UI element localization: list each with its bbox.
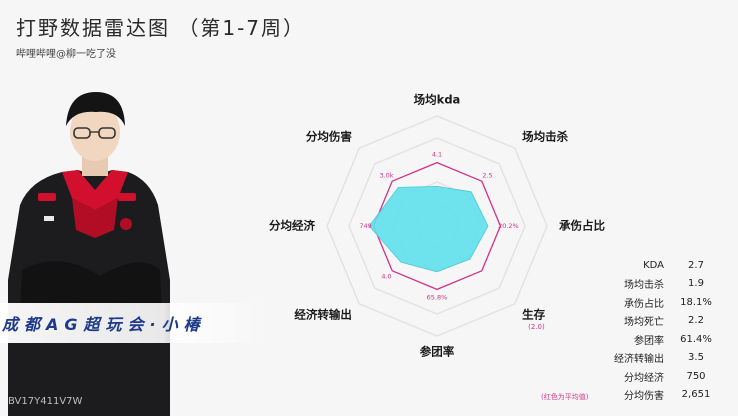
stat-value: 18.1% — [680, 296, 712, 308]
watermark: BV17Y411V7W — [8, 396, 83, 407]
stat-value: 1.9 — [688, 278, 704, 290]
stat-row-kda: KDA 2.7 — [596, 256, 722, 275]
stat-key: 经济转输出 — [614, 354, 664, 366]
stat-row-gpm: 分均经济 750 — [596, 367, 722, 386]
stats-table: KDA 2.7 场均击杀 1.9 承伤占比 18.1% 场均死亡 2.2 参团率 61.4… — [596, 256, 722, 404]
stat-key: 分均经济 — [624, 372, 664, 384]
axis-sublabel: (2.0) — [528, 323, 545, 331]
average-value-label: 20.2% — [498, 222, 519, 230]
average-value-label: 4.0 — [381, 273, 391, 281]
radar-grid-ring — [348, 137, 526, 315]
axis-label: 承伤占比 — [558, 219, 605, 233]
player-polygon — [368, 185, 489, 273]
axis-label: 经济转输出 — [294, 308, 352, 322]
average-value-label: 749 — [359, 222, 371, 230]
stat-value: 2.7 — [688, 259, 704, 271]
player-hair — [66, 92, 125, 126]
axis-label: 分均经济 — [269, 219, 315, 233]
average-value-label: 3.0k — [379, 172, 393, 180]
average-value-label: 2.5 — [482, 172, 492, 180]
stat-key: 参团率 — [634, 335, 664, 347]
legend-note: (红色为平均值) — [541, 393, 589, 401]
stat-value: 2,651 — [681, 389, 711, 401]
stat-value: 61.4% — [680, 333, 712, 345]
stat-value: 2.2 — [688, 315, 704, 327]
page-subtitle: 哔哩哔哩@柳一吃了没 — [16, 49, 116, 60]
average-polygon — [372, 161, 502, 291]
stat-value: 750 — [686, 370, 706, 382]
stat-row-kills: 场均击杀 1.9 — [596, 275, 722, 294]
stat-key: 场均死亡 — [624, 317, 664, 329]
player-collar — [62, 170, 128, 210]
axis-label: 场均kda — [414, 93, 461, 107]
radar-grid-ring — [326, 115, 548, 337]
axis-label: 参团率 — [419, 345, 455, 359]
average-value-label: 65.8% — [427, 293, 448, 301]
axis-label: 分均伤害 — [306, 129, 352, 143]
stat-row-participation: 参团率 61.4% — [596, 330, 722, 349]
stat-key: 场均击杀 — [624, 280, 664, 292]
player-name-banner: 成都AG超玩会·小椿 — [0, 303, 272, 343]
stat-row-gold-to-damage: 经济转输出 3.5 — [596, 349, 722, 368]
axis-label: 生存 — [522, 308, 545, 322]
stat-row-dpm: 分均伤害 2,651 — [596, 386, 722, 405]
average-labels: 4.1 2.5 20.2% 65.8% 4.0 749 3.0k — [359, 151, 518, 302]
average-value-label: 4.1 — [432, 151, 442, 159]
stat-key: KDA — [643, 259, 664, 271]
stat-value: 3.5 — [688, 352, 704, 364]
stat-key: 分均伤害 — [624, 391, 664, 403]
stat-row-damage-taken: 承伤占比 18.1% — [596, 293, 722, 312]
axis-label: 场均击杀 — [522, 129, 568, 143]
page-title: 打野数据雷达图 （第1-7周） — [16, 16, 306, 40]
stat-key: 承伤占比 — [624, 298, 664, 310]
stat-row-deaths: 场均死亡 2.2 — [596, 312, 722, 331]
